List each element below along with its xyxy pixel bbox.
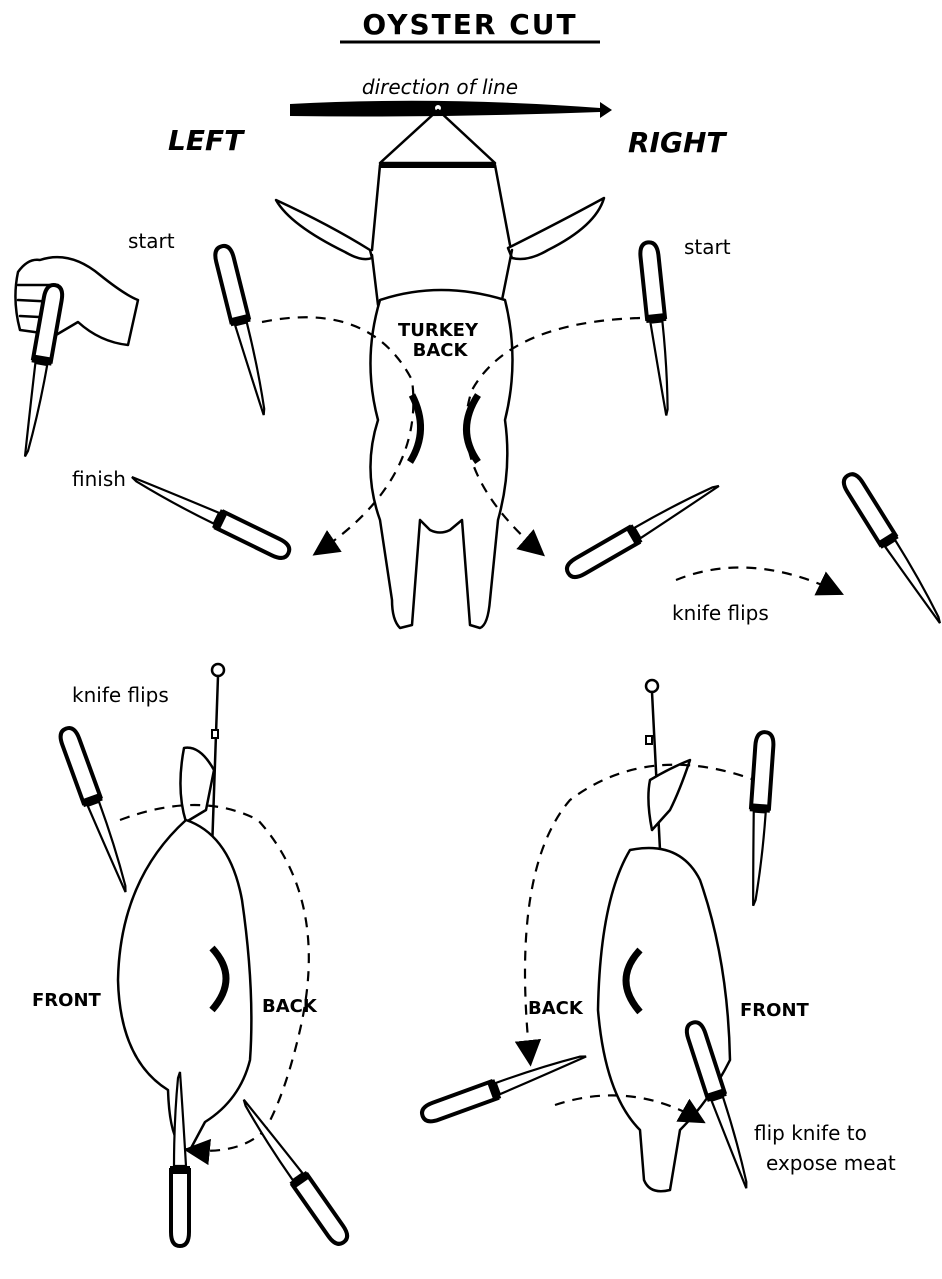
bottom-right-front-label: FRONT [740, 1000, 810, 1021]
right-finish-knife-icon [563, 477, 724, 581]
direction-label: direction of line [362, 75, 518, 99]
hand-holding-knife [15, 257, 138, 458]
direction-arrow [290, 101, 612, 118]
bottom-right-back-label: BACK [528, 998, 584, 1019]
left-start-knife-icon [212, 244, 274, 418]
flip-knife-label-line1: flip knife to [754, 1121, 867, 1145]
turkey-label-line1: TURKEY [398, 320, 479, 341]
bottom-left-top-knife-icon [57, 725, 135, 895]
knife-flips-arrow [676, 568, 838, 593]
turkey-back-figure: TURKEY BACK [276, 110, 604, 628]
left-finish-label: finish [72, 467, 126, 491]
left-start-label: start [128, 229, 175, 253]
flip-knife-label-line2: expose meat [766, 1151, 896, 1175]
top-knife-flips-label: knife flips [672, 601, 769, 625]
diagram-title: OYSTER CUT [362, 8, 577, 41]
bottom-left-back-label: BACK [262, 996, 318, 1017]
right-start-knife-icon [638, 241, 676, 416]
bottom-left-front-label: FRONT [32, 990, 102, 1011]
right-label: RIGHT [628, 126, 727, 159]
right-start-label: start [684, 235, 731, 259]
bottom-left-turkey-figure [118, 664, 251, 1150]
bottom-right-top-knife-icon [743, 731, 775, 906]
bottom-right-turkey-figure [598, 680, 730, 1191]
bottom-left-right-knife-icon [236, 1094, 352, 1248]
bottom-left-knife-flips-label: knife flips [72, 683, 169, 707]
turkey-label-line2: BACK [413, 340, 469, 361]
left-finish-knife-icon [128, 468, 293, 562]
left-label: LEFT [168, 124, 245, 157]
knife-flipped-icon [839, 470, 942, 628]
bottom-right-left-knife-icon [419, 1047, 589, 1125]
